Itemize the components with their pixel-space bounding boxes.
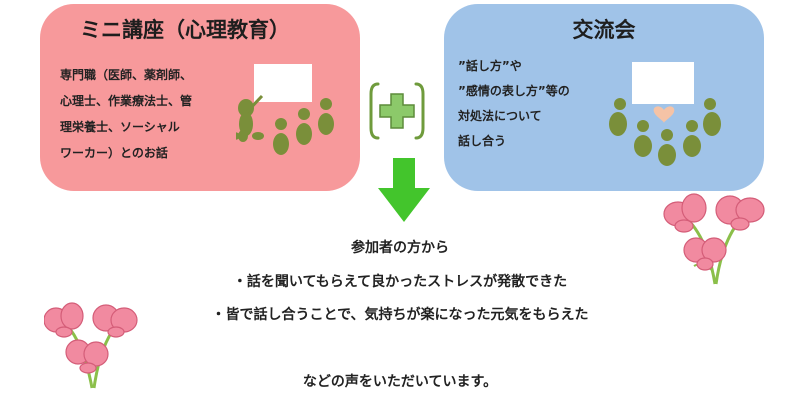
exchange-meeting-panel: 交流会 ”話し方”や ”感情の表し方”等の 対処法について 話し合う — [444, 4, 764, 191]
down-arrow-icon — [378, 158, 430, 222]
lecture-illustration — [236, 64, 334, 155]
exchange-meeting-description: ”話し方”や ”感情の表し方”等の 対処法について 話し合う — [458, 54, 633, 154]
exchange-meeting-line: ”感情の表し方”等の — [458, 84, 570, 98]
mini-lecture-line: 心理士、作業療法士、管 — [60, 94, 193, 108]
flower-illustration — [663, 193, 765, 285]
exchange-meeting-line: ”話し方”や — [458, 59, 522, 73]
feedback-item: ・皆で話し合うことで、気持ちが楽になった元気をもらえた — [211, 307, 589, 323]
mini-lecture-line: ワーカー）とのお話 — [60, 146, 168, 160]
exchange-meeting-line: 対処法について — [458, 109, 542, 123]
plus-icon — [369, 82, 425, 140]
mini-lecture-line: 理栄養士、ソーシャル — [60, 120, 180, 134]
feedback-closing: などの声をいただいています。 — [302, 374, 498, 390]
feedback-item: ・話を聞いてもらえて良かったストレスが発散できた — [232, 274, 568, 290]
whiteboard — [632, 62, 694, 104]
whiteboard — [254, 64, 312, 102]
feedback-intro: 参加者の方から — [351, 240, 449, 256]
mini-lecture-panel: ミニ講座（心理教育） 専門職（医師、薬剤師、 心理士、作業療法士、管 理栄養士、… — [40, 4, 360, 191]
exchange-meeting-line: 話し合う — [458, 134, 507, 148]
flower-illustration — [44, 302, 138, 389]
heart-icon — [653, 106, 675, 123]
discussion-illustration — [609, 62, 721, 166]
mini-lecture-description: 専門職（医師、薬剤師、 心理士、作業療法士、管 理栄養士、ソーシャル ワーカー）… — [60, 62, 240, 166]
mini-lecture-title: ミニ講座（心理教育） — [80, 18, 290, 42]
exchange-meeting-title: 交流会 — [572, 18, 636, 42]
mini-lecture-line: 専門職（医師、薬剤師、 — [60, 68, 193, 82]
